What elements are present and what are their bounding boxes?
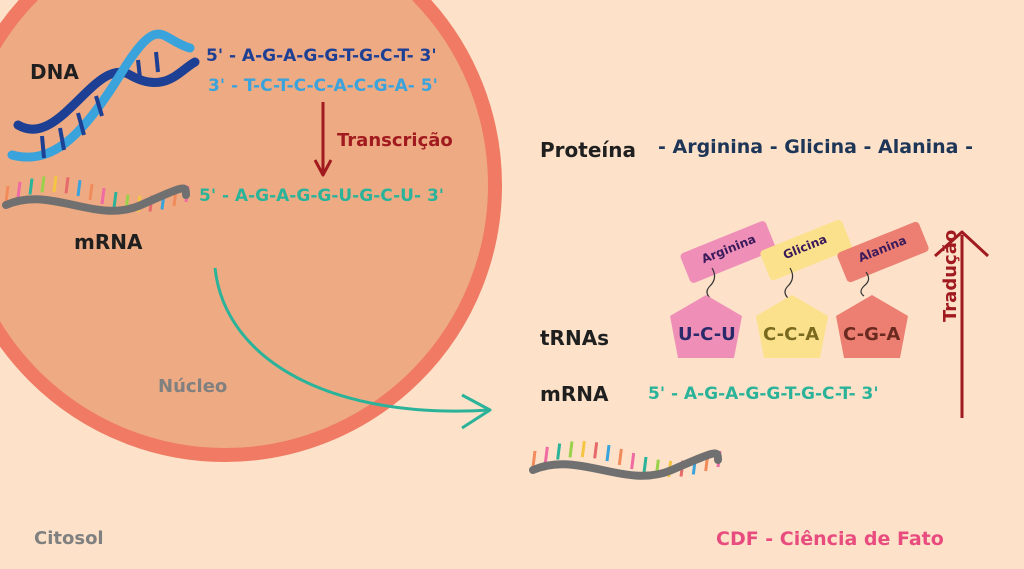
nucleus-circle <box>0 0 502 462</box>
mrna-translated-sequence: 5' - A-G-A-G-G-T-G-C-T- 3' <box>648 384 879 404</box>
trna-body-2 <box>756 295 828 358</box>
mrna-nucleotide-tick <box>617 448 623 466</box>
translation-arrow <box>934 230 990 418</box>
mrna-strand-icon-bottom <box>529 440 722 480</box>
trna-tag-glicina <box>760 219 852 281</box>
mrna-nucleotide-tick <box>531 450 537 468</box>
trna-anticodon-2: C-C-A <box>763 324 820 345</box>
trna-group <box>670 219 929 358</box>
transcription-arrow <box>313 102 333 177</box>
trnas-label: tRNAs <box>540 326 610 350</box>
mrna-nucleotide-tick <box>556 443 562 460</box>
mrna-nucleotide-tick <box>593 442 599 459</box>
mrna-nucleotide-tick <box>112 191 118 209</box>
mrna-nucleotide-tick <box>605 444 611 462</box>
mrna-label-top: mRNA <box>74 230 143 254</box>
mrna-nucleotide-tick <box>28 178 34 195</box>
nucleus-label: Núcleo <box>158 376 228 397</box>
mrna-nucleotide-tick <box>52 175 58 193</box>
cytosol-label: Citosol <box>34 528 104 549</box>
trna-anticodon-1: U-C-U <box>678 324 736 345</box>
mrna-transcribed-sequence: 5' - A-G-A-G-G-U-G-C-U- 3' <box>199 186 444 206</box>
mrna-nucleotide-tick <box>642 456 648 474</box>
mrna-strand-icon-top <box>2 175 190 215</box>
transcription-label: Transcrição <box>337 130 453 151</box>
mrna-backbone <box>529 449 722 480</box>
trna-tag-arginina <box>680 221 776 283</box>
translation-label: Tradução <box>940 229 961 322</box>
mrna-nucleotide-tick <box>40 176 46 193</box>
trna-body-3 <box>836 295 908 358</box>
trna-tag-alanina <box>837 221 929 283</box>
mrna-nucleotide-tick <box>580 440 586 458</box>
trna-body-1 <box>670 295 742 358</box>
mrna-nucleotide-tick <box>568 441 574 458</box>
mrna-nucleotide-tick <box>76 179 82 197</box>
mrna-label-bottom: mRNA <box>540 382 609 406</box>
protein-chain: - Arginina - Glicina - Alanina - <box>658 136 973 158</box>
dna-helix-icon <box>7 29 200 162</box>
credit-label: CDF - Ciência de Fato <box>716 528 944 550</box>
protein-label: Proteína <box>540 138 636 162</box>
mrna-nucleotide-tick <box>88 183 94 201</box>
mrna-backbone <box>2 184 190 215</box>
dna-label: DNA <box>30 60 79 84</box>
trna-anticodon-3: C-G-A <box>843 324 901 345</box>
mrna-nucleotide-tick <box>543 446 549 464</box>
dna-strand-1: 5' - A-G-A-G-G-T-G-C-T- 3' <box>206 46 437 66</box>
mrna-nucleotide-tick <box>16 181 22 199</box>
export-arrow <box>213 267 492 430</box>
mrna-nucleotide-tick <box>100 187 106 205</box>
mrna-nucleotide-tick <box>4 185 10 203</box>
mrna-nucleotide-tick <box>64 177 70 194</box>
mrna-nucleotide-tick <box>630 452 636 470</box>
dna-strand-2: 3' - T-C-T-C-C-A-C-G-A- 5' <box>208 76 438 96</box>
